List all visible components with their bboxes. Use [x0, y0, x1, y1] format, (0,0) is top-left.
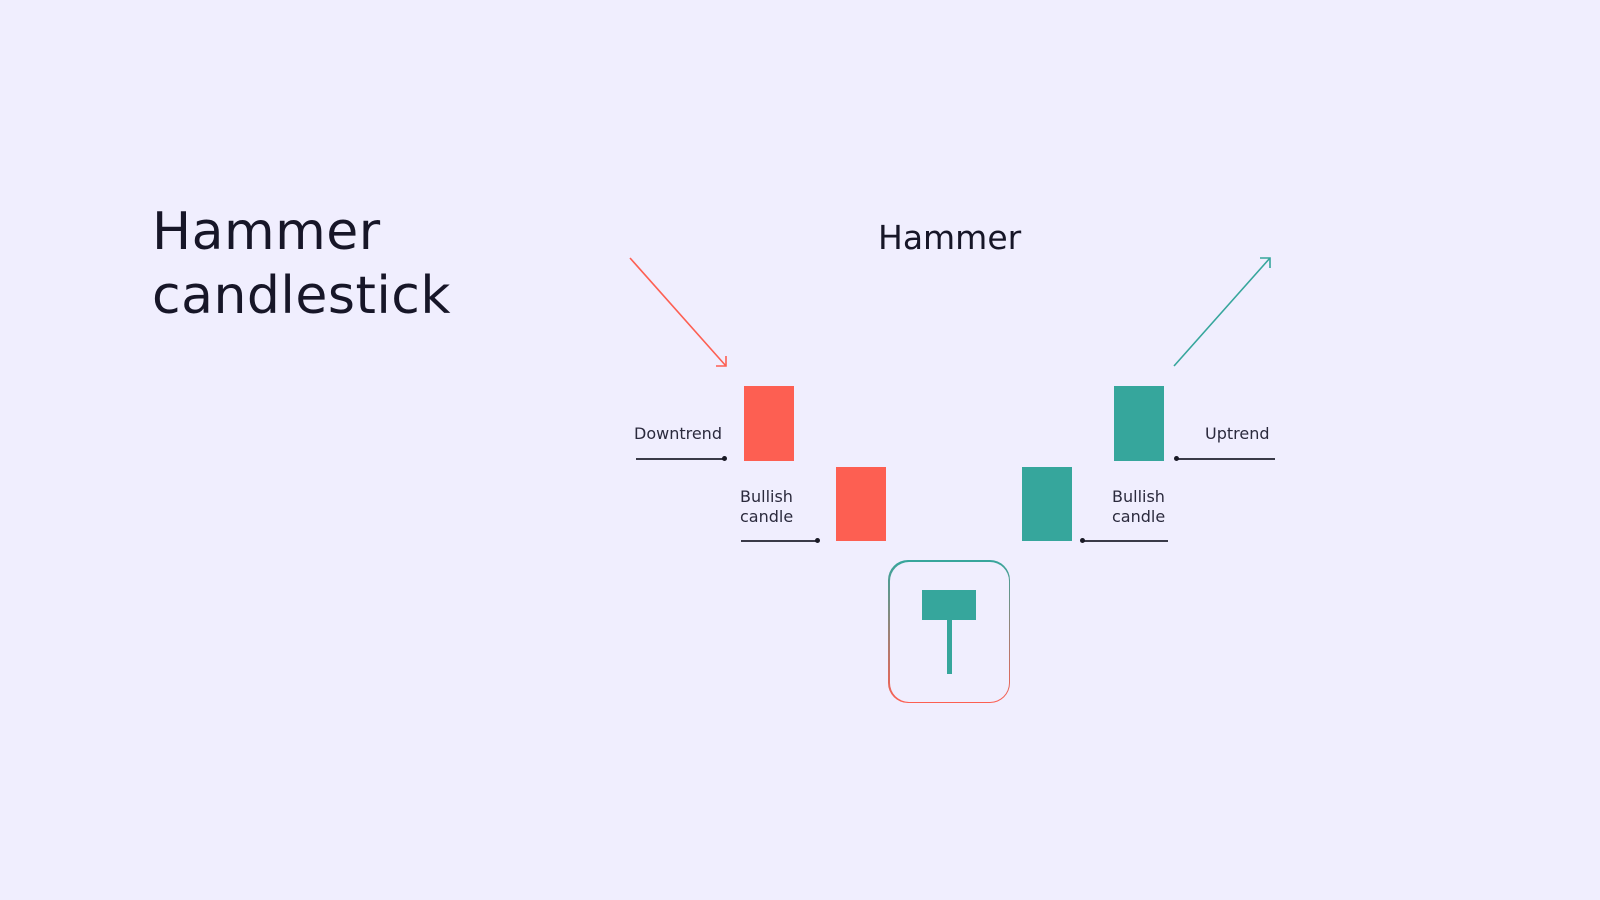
- uptrend-leader-line: [1176, 458, 1275, 460]
- title-line-2: candlestick: [152, 266, 451, 326]
- bearish-candle-1: [744, 386, 794, 461]
- downtrend-label: Downtrend: [634, 424, 722, 443]
- bullish-candle-2: [1114, 386, 1164, 461]
- hammer-candle-icon: [889, 561, 1009, 702]
- bullish-left-leader-dot: [815, 538, 820, 543]
- bullish-right-leader-line: [1082, 540, 1168, 542]
- downtrend-leader-line: [636, 458, 725, 460]
- downtrend-leader-dot: [722, 456, 727, 461]
- uptrend-label: Uptrend: [1205, 424, 1270, 443]
- downtrend-arrow-icon: [629, 257, 727, 367]
- bullish-right-line-2: candle: [1112, 507, 1166, 526]
- bullish-candle-left-label: Bullish candle: [740, 487, 793, 527]
- slide-title: Hammer candlestick: [152, 200, 451, 328]
- uptrend-arrow-icon: [1173, 257, 1271, 367]
- bullish-left-line-1: Bullish: [740, 487, 793, 506]
- hammer-body: [922, 590, 976, 620]
- bearish-candle-2: [836, 467, 886, 541]
- hammer-candle-box: [888, 560, 1010, 703]
- bullish-right-line-1: Bullish: [1112, 487, 1165, 506]
- diagram-heading: Hammer: [878, 218, 1022, 257]
- uptrend-leader-dot: [1174, 456, 1179, 461]
- bullish-right-leader-dot: [1080, 538, 1085, 543]
- bullish-left-line-2: candle: [740, 507, 794, 526]
- title-line-1: Hammer: [152, 202, 381, 262]
- bullish-candle-1: [1022, 467, 1072, 541]
- bullish-left-leader-line: [741, 540, 818, 542]
- bullish-candle-right-label: Bullish candle: [1112, 487, 1165, 527]
- hammer-lower-wick: [947, 620, 952, 674]
